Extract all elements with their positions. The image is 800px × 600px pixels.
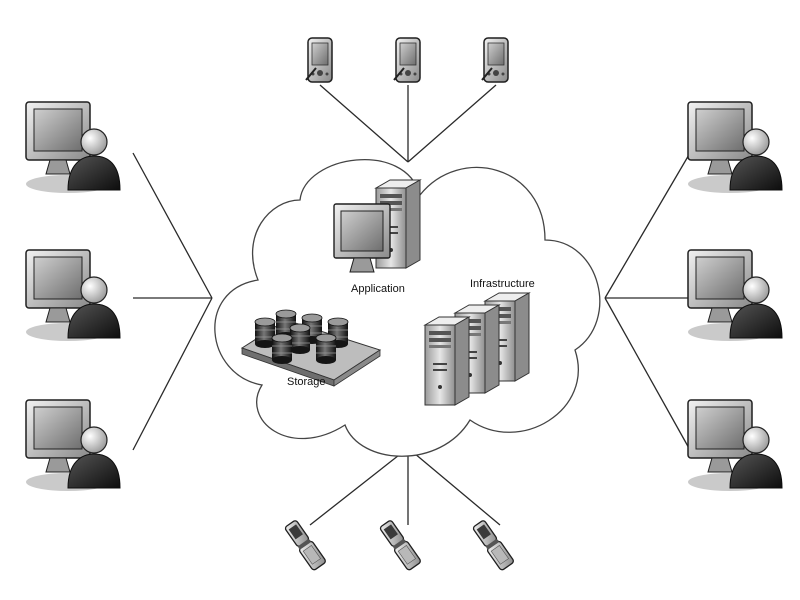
cloud-shape xyxy=(214,159,601,457)
database-cylinder-icon xyxy=(315,333,337,365)
flip-phone-icon xyxy=(470,518,516,572)
infrastructure-label: Infrastructure xyxy=(470,278,535,290)
application-monitor-icon xyxy=(333,203,391,273)
database-cylinder-icon xyxy=(289,323,311,355)
user-workstation-icon xyxy=(687,249,783,342)
user-workstation-icon xyxy=(25,399,121,492)
server-tower-icon xyxy=(424,316,470,406)
connector-line xyxy=(132,152,213,299)
flip-phone-icon xyxy=(377,518,423,572)
connector-line xyxy=(132,297,213,451)
application-label: Application xyxy=(351,283,405,295)
pda-icon xyxy=(481,37,509,83)
pda-icon xyxy=(393,37,421,83)
connector-line xyxy=(604,152,691,299)
flip-phone-icon xyxy=(282,518,328,572)
pda-icon xyxy=(305,37,333,83)
connector-line xyxy=(309,447,409,526)
connector-line xyxy=(407,84,497,163)
user-workstation-icon xyxy=(687,399,783,492)
storage-array-icon xyxy=(240,309,382,387)
connection-lines xyxy=(132,84,691,526)
user-workstation-icon xyxy=(25,101,121,194)
connector-line xyxy=(604,297,691,451)
connector-line xyxy=(319,84,409,163)
user-workstation-icon xyxy=(687,101,783,194)
storage-label: Storage xyxy=(287,376,326,388)
database-cylinder-icon xyxy=(271,333,293,365)
connector-line xyxy=(407,447,501,526)
user-workstation-icon xyxy=(25,249,121,342)
